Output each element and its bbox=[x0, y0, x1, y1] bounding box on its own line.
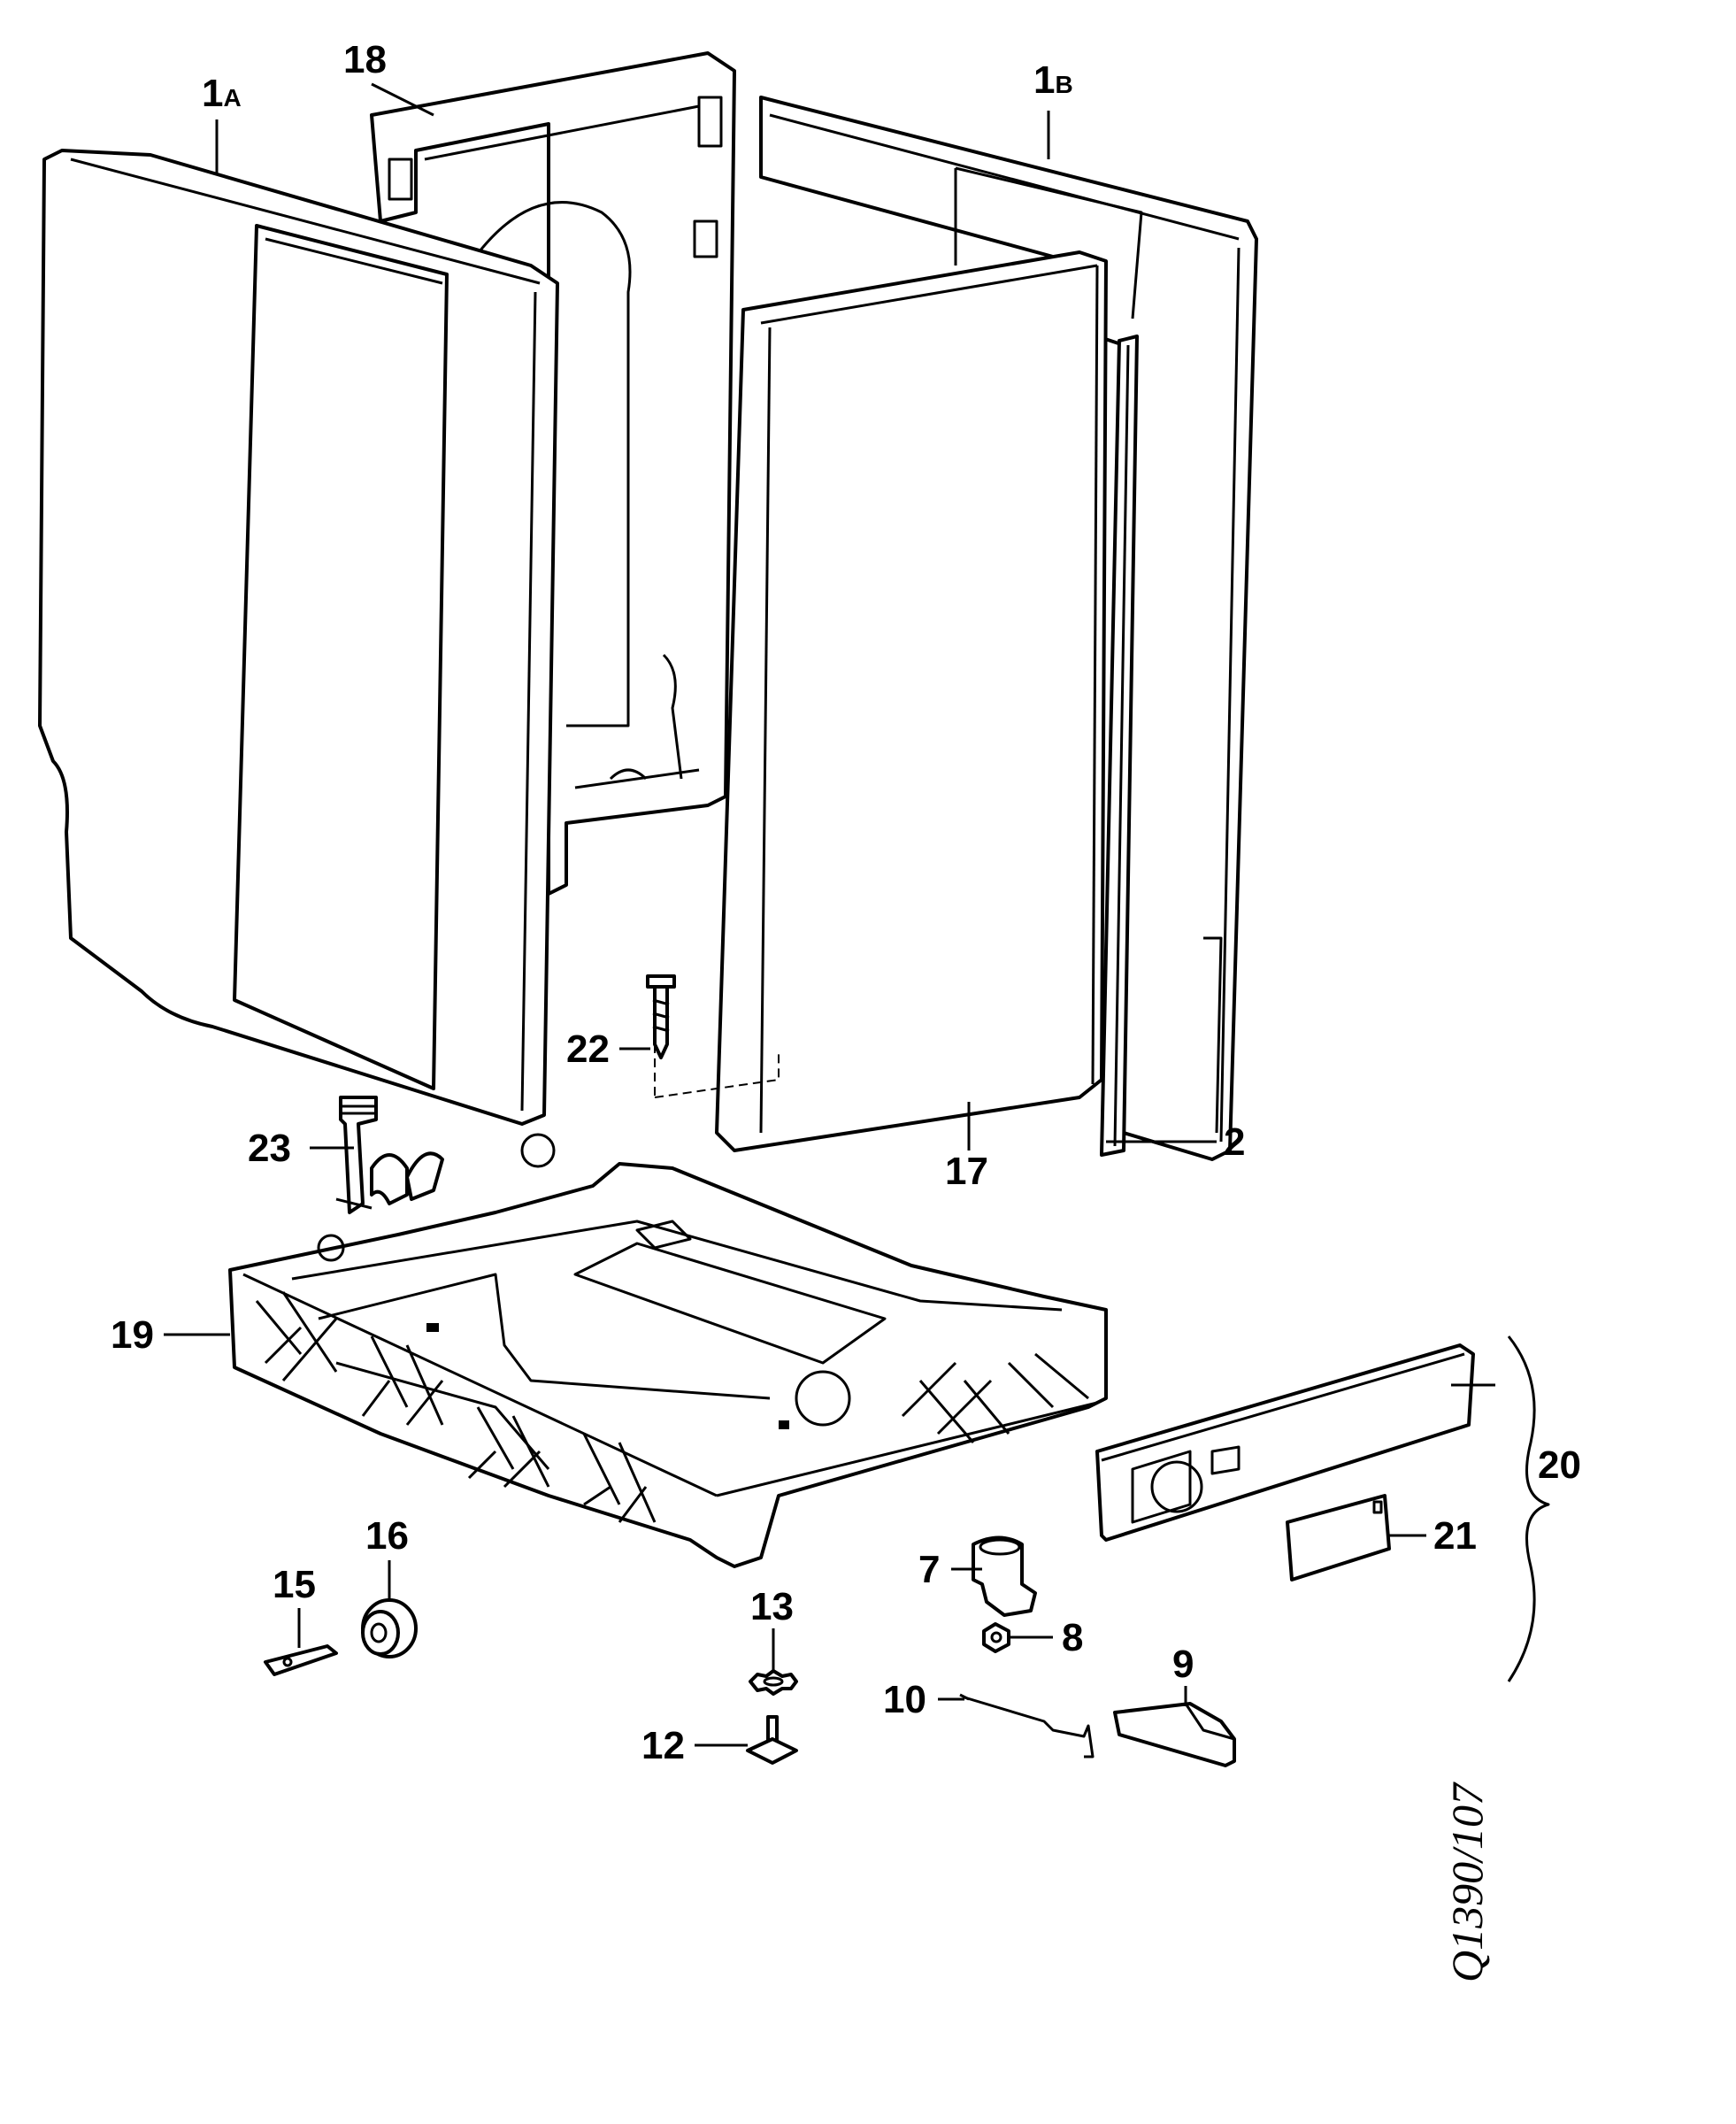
brace bbox=[1507, 1335, 1550, 1682]
callout-21: 21 bbox=[1433, 1514, 1477, 1558]
part-20-front-plinth bbox=[1095, 1343, 1475, 1542]
callout-15: 15 bbox=[273, 1563, 316, 1606]
callout-20: 20 bbox=[1538, 1443, 1581, 1487]
part-22-screw bbox=[646, 974, 676, 1059]
part-7-bracket bbox=[972, 1535, 1037, 1617]
callout-2: 2 bbox=[1224, 1120, 1245, 1164]
part-8-nut bbox=[982, 1622, 1010, 1653]
callout-23: 23 bbox=[248, 1127, 291, 1170]
callout-1a: 1A bbox=[202, 72, 242, 115]
part-2-vertical-strip bbox=[1100, 335, 1139, 1157]
callout-17: 17 bbox=[945, 1150, 988, 1193]
callout-9: 9 bbox=[1172, 1643, 1194, 1686]
part-23-hose-clip bbox=[335, 1096, 444, 1214]
callout-16: 16 bbox=[365, 1514, 409, 1558]
part-17-front-side-panel bbox=[654, 250, 1108, 1152]
leader-lines bbox=[164, 82, 1495, 1747]
callout-22: 22 bbox=[566, 1027, 610, 1071]
callout-18: 18 bbox=[343, 38, 387, 81]
part-9-foot-cover bbox=[1113, 1702, 1236, 1767]
callout-1b: 1B bbox=[1033, 58, 1073, 102]
part-10-rod bbox=[959, 1693, 1095, 1758]
callout-10: 10 bbox=[883, 1678, 926, 1721]
part-1a-left-side-panel bbox=[38, 149, 559, 1126]
part-15-clip bbox=[264, 1644, 338, 1676]
callout-7: 7 bbox=[918, 1548, 940, 1591]
callout-12: 12 bbox=[641, 1724, 685, 1767]
callout-13: 13 bbox=[750, 1585, 794, 1628]
part-12-adjustable-foot bbox=[746, 1715, 798, 1765]
part-19-base-frame bbox=[228, 1133, 1108, 1568]
drawing-code: Q1390/107 bbox=[1442, 1782, 1492, 1982]
callout-8: 8 bbox=[1062, 1616, 1083, 1659]
part-16-roller bbox=[361, 1598, 418, 1658]
part-21-label-plate bbox=[1286, 1494, 1391, 1581]
callout-19: 19 bbox=[111, 1313, 154, 1357]
part-13-serrated-washer bbox=[749, 1669, 798, 1696]
